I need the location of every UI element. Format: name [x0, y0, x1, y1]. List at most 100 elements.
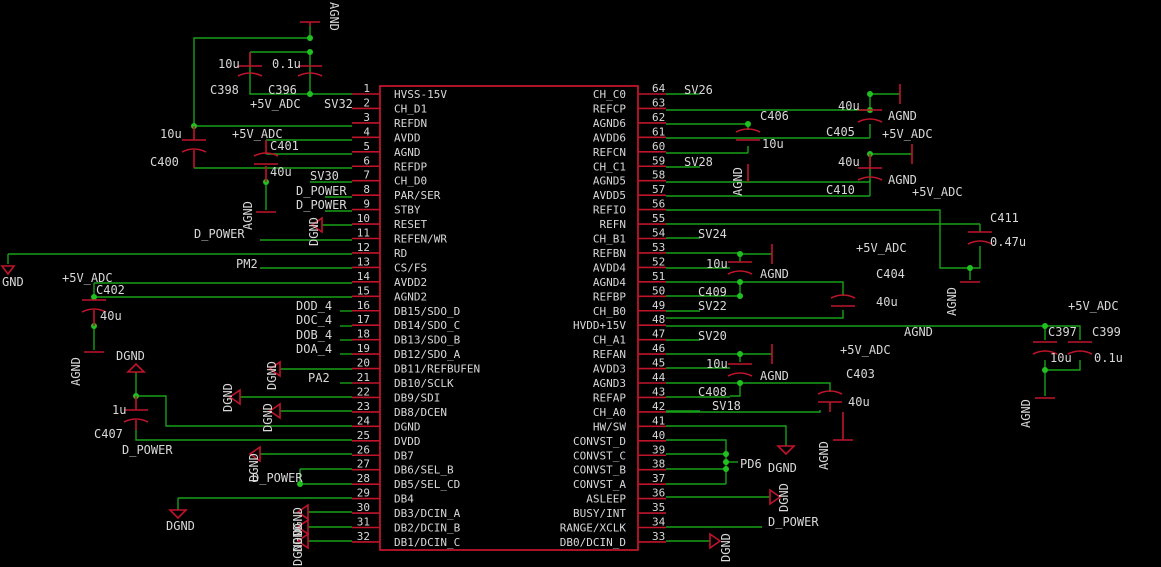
label-dgnd-31: DGND: [291, 523, 305, 552]
capacitor-c407: [123, 396, 149, 430]
label-c399-name: C399: [1092, 325, 1121, 339]
label-c411-name: C411: [990, 211, 1019, 225]
pin-name: DB11/REFBUFEN: [394, 363, 480, 376]
label-pwr-5v-5: +5V_ADC: [912, 185, 963, 199]
label-pwr-5v-6: +5V_ADC: [856, 241, 907, 255]
capacitor-c409: [727, 261, 753, 275]
pin-number: 32: [357, 530, 370, 543]
pin-number: 62: [652, 111, 665, 124]
pin-name: CH_B1: [593, 233, 626, 246]
label-c403-val: 40u: [848, 395, 870, 409]
pin-number: 58: [652, 169, 665, 182]
label-dgnd-c407: DGND: [116, 349, 145, 363]
pin-number: 33: [652, 530, 665, 543]
label-c401-name: C401: [270, 139, 299, 153]
pin-name: CONVST_A: [573, 478, 626, 491]
pin-number: 12: [357, 241, 370, 254]
pin-name: DB7: [394, 449, 414, 462]
pin-number: 17: [357, 313, 370, 326]
pin-number: 35: [652, 501, 665, 514]
pin-name: AGND6: [593, 117, 626, 130]
capacitor-c411: [967, 231, 993, 245]
label-c401-val: 40u: [270, 165, 292, 179]
label-c406-name: C406: [760, 109, 789, 123]
label-c406-val: 10u: [762, 137, 784, 151]
pin-number: 45: [652, 357, 665, 370]
ground-symbols: [0, 21, 1055, 550]
label-agnd-60: AGND: [731, 167, 745, 196]
pin-name: HVSS-15V: [394, 88, 447, 101]
pin-number: 13: [357, 255, 370, 268]
pin-number: 5: [363, 140, 370, 153]
pin-number: 39: [652, 443, 665, 456]
label-agnd-top: AGND: [327, 2, 341, 31]
pin-name: AGND2: [394, 290, 427, 303]
label-c402-val: 40u: [100, 309, 122, 323]
pin-name: CH_C1: [593, 160, 626, 173]
pin-number: 19: [357, 342, 370, 355]
label-dod4: DOD_4: [296, 299, 332, 313]
label-c409-name: C409: [698, 285, 727, 299]
label-sv32: SV32: [324, 97, 353, 111]
pin-number: 51: [652, 270, 665, 283]
label-dpower-11: D_POWER: [194, 227, 245, 241]
pin-name: CH_B0: [593, 305, 626, 318]
pin-name: RESET: [394, 218, 427, 231]
pin-name: REFIO: [593, 204, 626, 217]
pin-name: CH_D0: [394, 175, 427, 188]
label-dgnd-36: DGND: [777, 483, 791, 512]
label-agnd-c403: AGND: [817, 441, 831, 470]
label-pwr-5v-4: +5V_ADC: [882, 127, 933, 141]
label-c400-val: 10u: [160, 127, 182, 141]
label-c398-val: 10u: [218, 57, 240, 71]
capacitors: [81, 52, 1093, 430]
pin-number: 41: [652, 414, 665, 427]
label-c410-val: 40u: [838, 155, 860, 169]
pin-number: 31: [357, 516, 370, 529]
pin-name: DB4: [394, 493, 414, 506]
pin-number: 24: [357, 414, 371, 427]
label-dob4: DOB_4: [296, 328, 332, 342]
label-dpower-25: D_POWER: [122, 443, 173, 457]
pin-number: 64: [652, 82, 666, 95]
label-agnd-c408: AGND: [760, 369, 789, 383]
pin-number: 15: [357, 284, 370, 297]
pin-number: 54: [652, 227, 666, 240]
pin-name: DGND: [394, 420, 421, 433]
label-dpower-8: D_POWER: [296, 184, 347, 198]
pin-number: 22: [357, 385, 370, 398]
label-dgnd-30: DGND: [291, 507, 305, 536]
pin-number: 30: [357, 501, 370, 514]
pin-name: ASLEEP: [586, 493, 626, 506]
pin-name: AGND3: [593, 377, 626, 390]
label-c404-val: 40u: [876, 295, 898, 309]
pin-name: CONVST_C: [573, 449, 626, 462]
pin-number: 7: [363, 169, 370, 182]
label-c411-val: 0.47u: [990, 235, 1026, 249]
label-agnd-c409: AGND: [760, 267, 789, 281]
label-dpower-34: D_POWER: [768, 515, 819, 529]
pin-name: REFDP: [394, 160, 427, 173]
pin-name: CH_A1: [593, 334, 626, 347]
pin-number: 26: [357, 443, 370, 456]
capacitor-c408: [727, 363, 753, 377]
label-dgnd-22: DGND: [221, 383, 235, 412]
label-c400-name: C400: [150, 155, 179, 169]
pin-number: 37: [652, 472, 665, 485]
pin-name: DB14/SDO_C: [394, 319, 460, 332]
pin-number: 28: [357, 472, 370, 485]
label-agnd-c410: AGND: [888, 173, 917, 187]
label-c403-name: C403: [846, 367, 875, 381]
pin-name: DB8/DCEN: [394, 406, 447, 419]
pin-number: 10: [357, 212, 370, 225]
pin-name: AVDD5: [593, 189, 626, 202]
pin-name: DB6/SEL_B: [394, 464, 454, 477]
label-agnd-c405: AGND: [888, 109, 917, 123]
pin-number: 48: [652, 313, 665, 326]
pin-number: 9: [363, 198, 370, 211]
label-c404-name: C404: [876, 267, 905, 281]
label-c405-name: C405: [826, 125, 855, 139]
pin-name: RD: [394, 247, 407, 260]
label-pwr-5v-3: +5V_ADC: [62, 271, 113, 285]
